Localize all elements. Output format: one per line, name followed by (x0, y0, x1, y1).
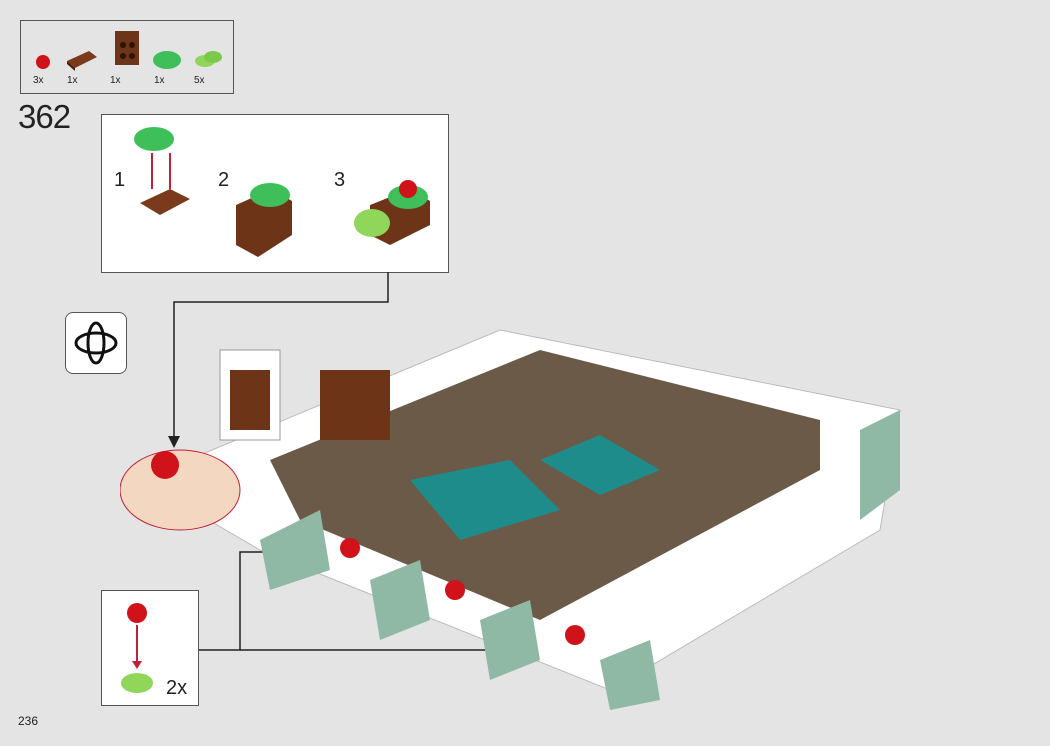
subassembly-box: 1 2 3 (101, 114, 449, 273)
substep-3-illustration (354, 180, 430, 245)
red-flower-icon (36, 55, 50, 69)
flower-callout-box: 2x (101, 590, 199, 706)
parts-list-box: 3x 1x 1x 1x 5x (20, 20, 234, 94)
qty-brown-plate: 1x (67, 75, 78, 86)
qty-red-flower: 3x (33, 75, 44, 86)
rotate-model-icon (65, 312, 127, 374)
brown-plate-1x2-icon (67, 51, 97, 71)
substep-3-label: 3 (334, 169, 346, 191)
qty-brown-bracket: 1x (110, 75, 121, 86)
step-number: 362 (18, 98, 71, 135)
substep-1-illustration (134, 127, 190, 215)
flower-assembly-illustration (121, 603, 153, 693)
brown-bracket-icon (115, 31, 139, 65)
substep-1-label: 1 (114, 169, 126, 191)
lime-leaves-icon (195, 51, 222, 67)
page-number: 236 (18, 714, 39, 728)
model-illustration (120, 329, 901, 710)
qty-lime-leaves: 5x (194, 75, 205, 86)
callout-multiplier: 2x (166, 677, 188, 699)
qty-green-plate: 1x (154, 75, 165, 86)
substep-2-label: 2 (218, 169, 230, 191)
green-round-plate-icon (153, 51, 181, 69)
substep-2-illustration (236, 183, 292, 257)
